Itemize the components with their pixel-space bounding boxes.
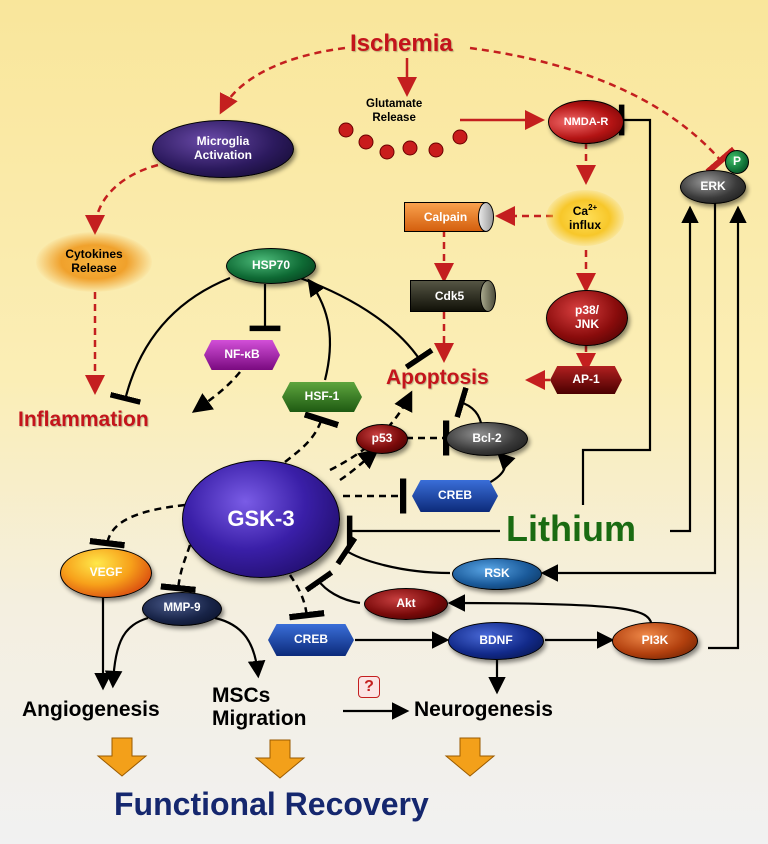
cdk5-node: Cdk5 bbox=[410, 280, 496, 312]
lithium-label: Lithium bbox=[506, 508, 636, 549]
hsp70-node: HSP70 bbox=[226, 248, 316, 284]
calpain-node: Calpain bbox=[404, 202, 494, 232]
hsp70-to-inflammation bbox=[109, 276, 231, 405]
glutamate-release-label: Glutamate Release bbox=[366, 98, 423, 124]
gsk3-to-p53 bbox=[339, 448, 379, 482]
lithium-to-nmda bbox=[581, 104, 652, 505]
nfkb-to-inflammation bbox=[191, 371, 241, 413]
mscs-migration-label: MSCs Migration bbox=[212, 684, 307, 731]
cdk5-cap bbox=[480, 280, 496, 312]
glutamate-dots bbox=[338, 122, 468, 160]
pi3k-to-erk bbox=[708, 205, 747, 650]
ap-1-node: AP-1 bbox=[550, 366, 622, 394]
bcl-2-node: Bcl-2 bbox=[446, 422, 528, 456]
uncertain-link-badge: ? bbox=[358, 676, 380, 698]
creb-top-node: CREB bbox=[412, 480, 498, 512]
mmp9-to-mscs bbox=[214, 616, 266, 679]
erk-to-rsk bbox=[540, 202, 717, 582]
calpain-label: Calpain bbox=[404, 202, 486, 232]
mmp-9-node: MMP-9 bbox=[142, 592, 222, 626]
ca-influx-node: Ca2+ influx bbox=[546, 190, 624, 246]
akt-node: Akt bbox=[364, 588, 448, 620]
ischemia-to-microglia bbox=[219, 46, 346, 115]
rsk-to-gsk3 bbox=[335, 536, 451, 575]
recovery-arrow-angiogenesis bbox=[96, 737, 148, 777]
microglia-to-cytokines bbox=[85, 163, 159, 235]
p53-node: p53 bbox=[356, 424, 408, 454]
ca-influx-line2: influx bbox=[569, 218, 601, 232]
gsk3-to-mmp9 bbox=[160, 544, 196, 593]
cytokines-release-node: Cytokines Release bbox=[36, 232, 152, 292]
functional-recovery-label: Functional Recovery bbox=[114, 786, 429, 822]
gsk3-to-vegf bbox=[89, 503, 186, 549]
ischemia-to-erk bbox=[469, 46, 737, 175]
ca-influx-line1: Ca2+ bbox=[573, 203, 597, 219]
gsk3-to-apoptosis bbox=[329, 390, 413, 472]
ca-superscript: 2+ bbox=[588, 203, 598, 213]
ca-text: Ca bbox=[572, 204, 589, 219]
calpain-cap bbox=[478, 202, 494, 232]
bdnf-node: BDNF bbox=[448, 622, 544, 660]
rsk-node: RSK bbox=[452, 558, 542, 590]
recovery-arrow-neurogenesis bbox=[444, 737, 496, 777]
gsk-3-node: GSK-3 bbox=[182, 460, 340, 578]
akt-to-gsk3 bbox=[304, 570, 361, 605]
recovery-arrow-mscs bbox=[254, 739, 306, 779]
cdk5-label: Cdk5 bbox=[410, 280, 488, 312]
hsf-1-node: HSF-1 bbox=[282, 382, 362, 412]
phospho-badge: P bbox=[725, 150, 749, 174]
angiogenesis-label: Angiogenesis bbox=[22, 698, 160, 721]
gsk3-to-hsf1 bbox=[284, 411, 340, 463]
nmda-r-node: NMDA-R bbox=[548, 100, 624, 144]
inflammation-label: Inflammation bbox=[18, 408, 149, 431]
p38-jnk-node: p38/ JNK bbox=[546, 290, 628, 346]
erk-node: ERK bbox=[680, 170, 746, 204]
gsk3-to-creb-bottom bbox=[288, 574, 325, 621]
lithium-to-erk bbox=[670, 205, 699, 533]
hsf1-to-hsp70 bbox=[307, 278, 332, 381]
apoptosis-label: Apoptosis bbox=[386, 366, 489, 389]
creb-bottom-node: CREB bbox=[268, 624, 354, 656]
ischemia-label: Ischemia bbox=[350, 30, 453, 57]
pi3k-node: PI3K bbox=[612, 622, 698, 660]
vegf-node: VEGF bbox=[60, 548, 152, 598]
nf-kb-node: NF-κB bbox=[204, 340, 280, 370]
mmp9-to-angiogenesis bbox=[104, 616, 149, 689]
microglia-activation-node: Microglia Activation bbox=[152, 120, 294, 178]
hsp70-to-apoptosis bbox=[299, 276, 434, 370]
neurogenesis-label: Neurogenesis bbox=[414, 698, 553, 721]
